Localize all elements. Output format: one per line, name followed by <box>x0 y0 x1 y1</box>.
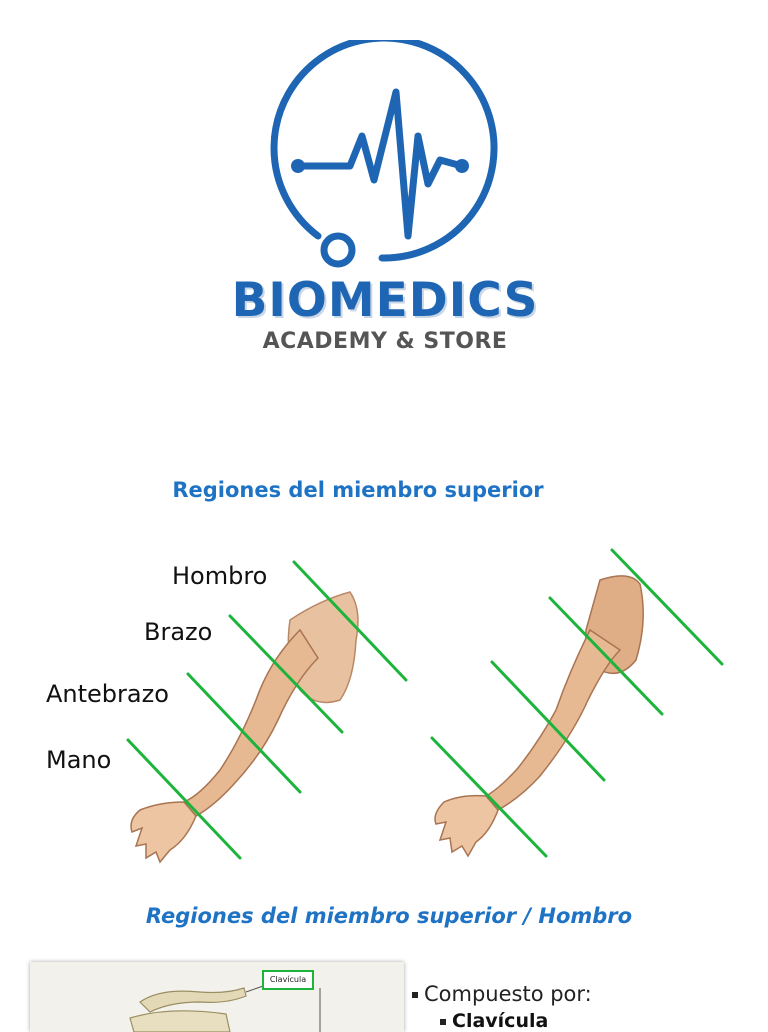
bullet-clavicula-text: Clavícula <box>452 1010 549 1032</box>
clavicle-illustration: Clavícula <box>30 962 404 1032</box>
bullet-compuesto: Compuesto por: <box>412 982 592 1006</box>
shoulder-bones-illustration <box>129 977 321 1032</box>
label-brazo: Brazo <box>144 618 213 646</box>
brand-tagline: ACADEMY & STORE <box>262 329 508 354</box>
label-antebrazo: Antebrazo <box>46 680 169 708</box>
label-clavicula-box: Clavícula <box>262 970 314 990</box>
heartbeat-stethoscope-icon <box>270 40 498 268</box>
region-divider-lines-right <box>430 548 724 858</box>
section-title-shoulder: Regiones del miembro superior / Hombro <box>145 904 633 928</box>
section-title-regions: Regiones del miembro superior <box>172 478 544 502</box>
label-hombro: Hombro <box>172 562 268 590</box>
arm-posterior-illustration <box>434 575 644 858</box>
region-divider-lines-left <box>126 560 408 860</box>
arm-anterior-illustration <box>130 591 359 864</box>
bullet-clavicula: Clavícula <box>440 1010 548 1032</box>
upper-limb-regions-illustration <box>126 548 724 864</box>
brand-name: BIOMEDICS <box>231 273 539 328</box>
label-mano: Mano <box>46 746 112 774</box>
biomedics-logo: BIOMEDICS ACADEMY & STORE <box>150 40 620 370</box>
bullet-marker <box>412 992 418 998</box>
bullet-marker <box>440 1018 446 1025</box>
bullet-compuesto-text: Compuesto por: <box>424 982 592 1006</box>
